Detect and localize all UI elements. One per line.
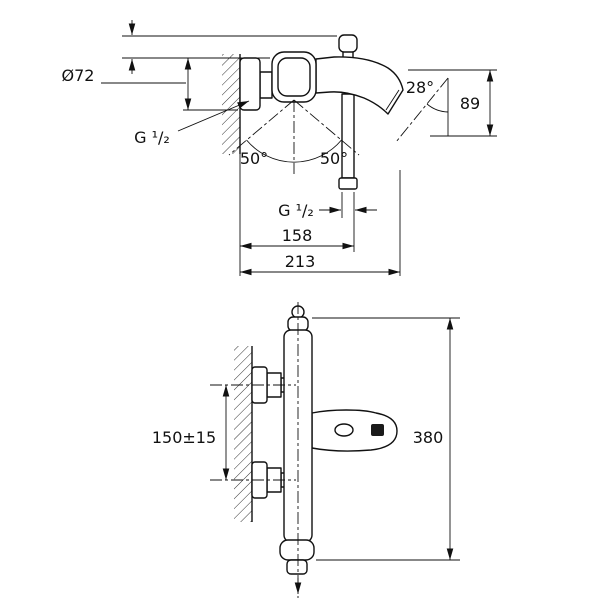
spout-angle-dimension: 28°	[395, 77, 449, 143]
aerator-line	[385, 89, 400, 111]
overall-height-dimension: 380	[312, 317, 460, 561]
label-spout-angle: 28°	[406, 78, 434, 97]
inlet-thread-callout: G ¹/₂	[134, 100, 250, 147]
outlet-height-dimension: 89	[408, 69, 497, 137]
label-escutcheon-diameter: Ø72	[62, 66, 95, 85]
escutcheon	[239, 57, 261, 111]
handle	[311, 409, 398, 452]
outlet-thread-dimension: G ¹/₂	[278, 192, 377, 252]
escutcheon-diameter-dimension: Ø72	[62, 58, 238, 111]
label-swivel-right: 50°	[320, 149, 348, 168]
label-outlet-height: 89	[460, 94, 480, 113]
front-view: 150±15 380	[152, 302, 460, 598]
diverter-knob	[338, 34, 358, 53]
spout	[315, 56, 404, 115]
handle-logo-plate	[371, 424, 384, 436]
bottom-block	[279, 539, 315, 561]
swivel-angle-dimension: 50° 50°	[228, 99, 360, 174]
shower-outlet-end	[338, 177, 358, 190]
top-view: Ø72 G ¹/₂ 50° 50° 28° 89	[62, 20, 497, 276]
label-inlet-thread: G ¹/₂	[134, 128, 170, 147]
mixer-body-inner	[277, 57, 311, 97]
handle-detail-oval	[334, 423, 354, 437]
wall-hatch	[222, 54, 240, 154]
hose-connector	[286, 559, 308, 575]
connection-nut	[259, 71, 273, 99]
mounting-distance-dimension: 150±15	[152, 385, 230, 480]
knob-dimension	[122, 20, 337, 74]
label-spout-reach: 213	[285, 252, 316, 271]
label-mounting-distance: 150±15	[152, 428, 216, 447]
label-outlet-thread: G ¹/₂	[278, 201, 314, 220]
label-overall-height: 380	[413, 428, 444, 447]
label-swivel-left: 50°	[240, 149, 268, 168]
label-outlet-distance: 158	[282, 226, 313, 245]
projection-dimensions: 158 213	[239, 154, 401, 276]
wall-hatch-bottom	[234, 346, 252, 522]
